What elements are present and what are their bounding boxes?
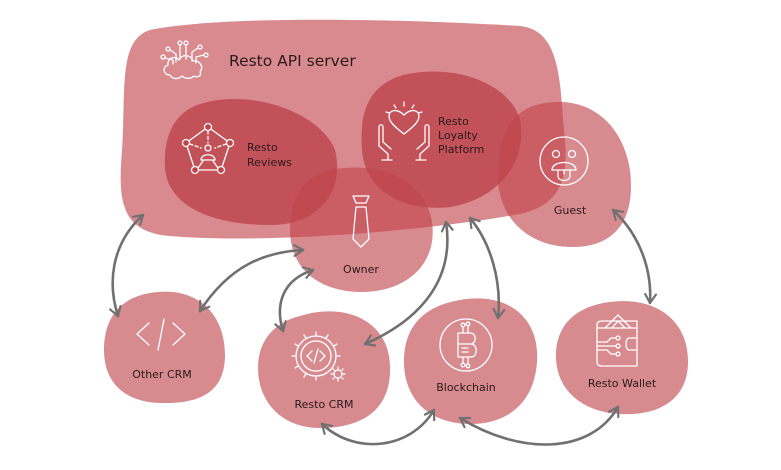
arrow-owner-resto-crm bbox=[274, 266, 315, 333]
node-resto-loyalty: Resto Loyalty Platform bbox=[361, 71, 522, 208]
node-resto-crm: Resto CRM bbox=[258, 311, 391, 428]
arrow-resto-crm-blockchain bbox=[320, 408, 436, 446]
other-crm-blob bbox=[104, 291, 225, 404]
node-other-crm: Other CRM bbox=[104, 291, 225, 404]
code-brackets-icon bbox=[136, 318, 186, 351]
resto-reviews-label-line2: Reviews bbox=[247, 156, 292, 169]
resto-crm-blob bbox=[258, 311, 391, 428]
node-resto-wallet: Resto Wallet bbox=[556, 301, 689, 415]
resto-loyalty-label-line2: Loyalty bbox=[438, 129, 478, 142]
node-guest: Guest bbox=[497, 101, 632, 248]
arrow-loyalty-blockchain bbox=[468, 216, 506, 320]
connections bbox=[109, 208, 658, 446]
resto-loyalty-label-line3: Platform bbox=[438, 143, 484, 156]
resto-reviews-label: Resto bbox=[247, 141, 278, 154]
api-server-title: Resto API server bbox=[229, 52, 356, 70]
resto-crm-label: Resto CRM bbox=[294, 398, 353, 411]
node-blockchain: Blockchain bbox=[404, 298, 538, 425]
owner-label: Owner bbox=[343, 263, 379, 276]
pentagon-network-person-icon bbox=[181, 122, 235, 175]
blockchain-blob bbox=[404, 298, 538, 425]
guest-label: Guest bbox=[554, 204, 587, 217]
arrow-api-server-other-crm bbox=[109, 213, 145, 318]
arrow-blockchain-wallet bbox=[458, 405, 620, 446]
gear-code-icon bbox=[291, 331, 346, 382]
node-resto-reviews: Resto Reviews bbox=[164, 98, 338, 225]
cloud-network-icon bbox=[160, 40, 209, 80]
other-crm-label: Other CRM bbox=[132, 368, 192, 381]
tongue-out-face-icon bbox=[539, 136, 589, 186]
arrow-resto-crm-loyalty bbox=[363, 220, 454, 347]
resto-wallet-label: Resto Wallet bbox=[588, 377, 657, 390]
resto-loyalty-blob bbox=[361, 71, 522, 208]
hands-heart-icon bbox=[378, 101, 430, 161]
arrow-guest-wallet bbox=[611, 208, 658, 305]
resto-loyalty-label-line1: Resto bbox=[438, 115, 469, 128]
node-owner: Owner bbox=[290, 167, 433, 292]
resto-wallet-blob bbox=[556, 301, 689, 415]
arrow-other-crm-owner bbox=[198, 243, 305, 313]
wallet-circuit-icon bbox=[596, 314, 638, 367]
blockchain-label: Blockchain bbox=[436, 381, 496, 394]
